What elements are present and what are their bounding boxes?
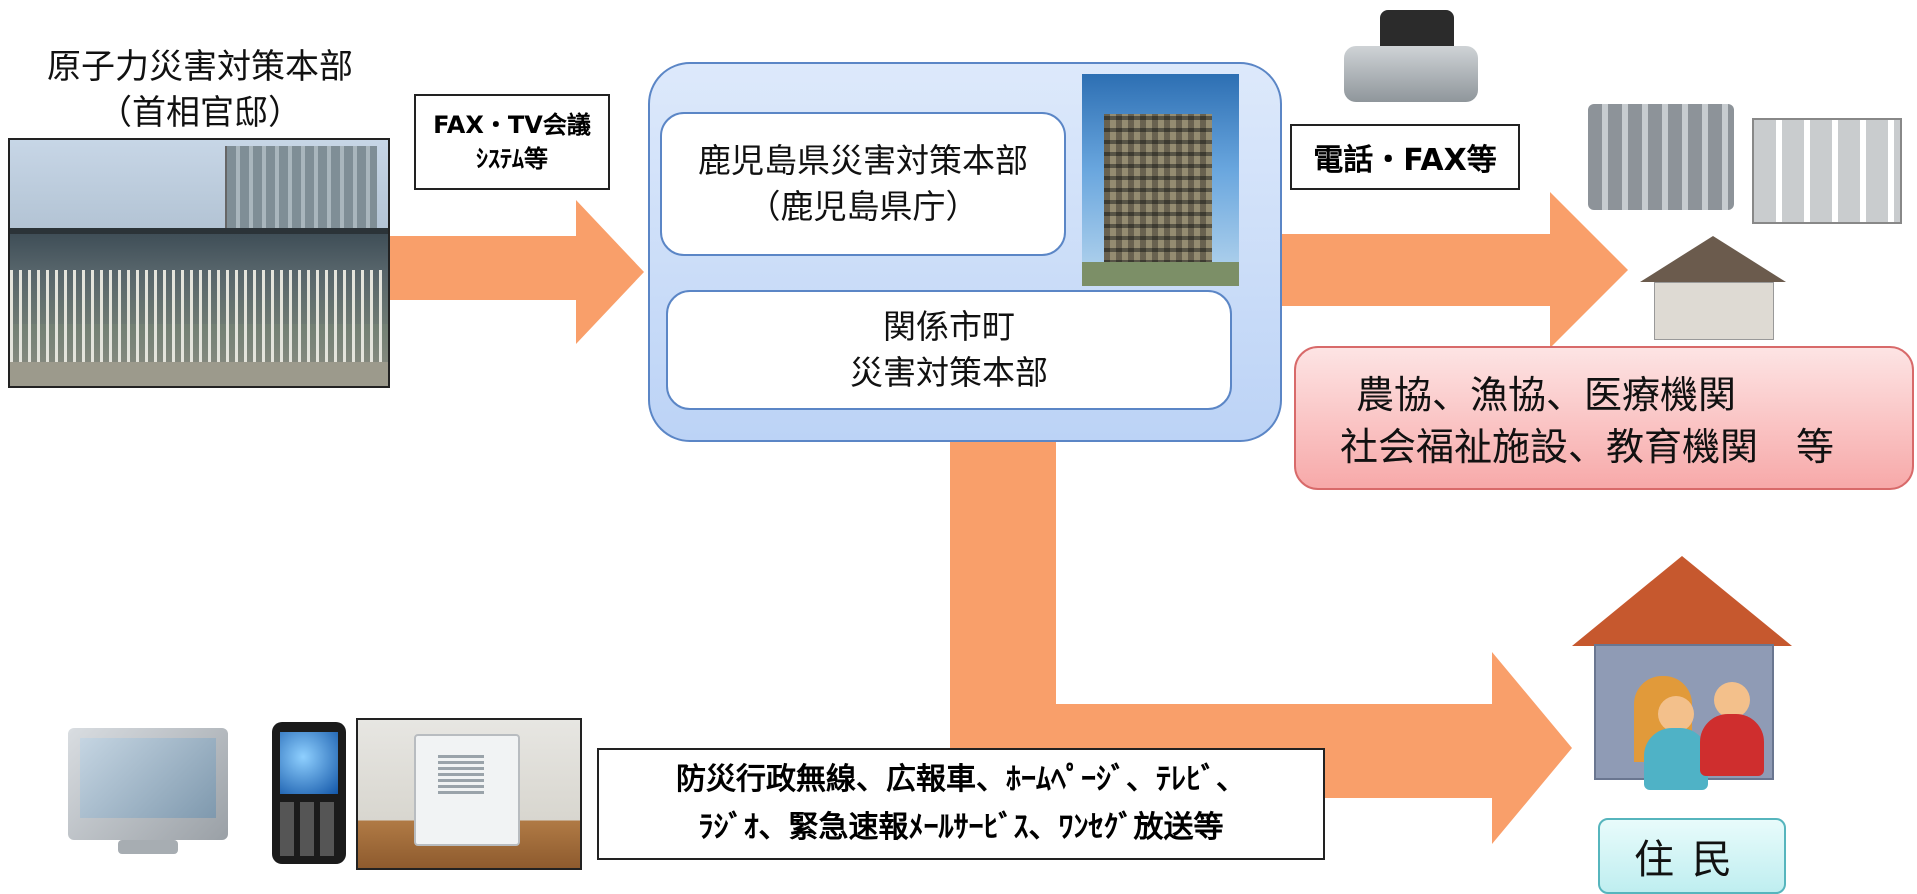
municipal-hq-line2: 災害対策本部: [850, 353, 1048, 392]
prefecture-hq-line1: 鹿児島県災害対策本部: [698, 141, 1028, 180]
municipal-hq-box: 関係市町 災害対策本部: [666, 290, 1232, 410]
radio-receiver-photo: [356, 718, 582, 870]
national-hq-building-photo: [8, 138, 390, 388]
residents-text: 住民: [1634, 837, 1750, 883]
organizations-box: 農協、漁協、医療機関 社会福祉施設、教育機関 等: [1294, 346, 1914, 490]
person-icon: [1700, 682, 1766, 782]
phone-fax-label: 電話・FAX等: [1290, 124, 1520, 190]
national-hq-title-line1: 原子力災害対策本部: [47, 47, 353, 87]
office-building-icon: [1752, 118, 1902, 224]
prefecture-hq-box: 鹿児島県災害対策本部 （鹿児島県庁）: [660, 112, 1066, 256]
national-hq-title-line2: （首相官邸）: [98, 93, 302, 133]
fax-tv-line2: ｼｽﾃﾑ等: [476, 145, 548, 173]
tv-icon: [68, 728, 228, 854]
building-icon: [1588, 104, 1734, 210]
resident-media-line1: 防災行政無線、広報車、ﾎｰﾑﾍﾟｰｼﾞ、ﾃﾚﾋﾞ、: [676, 762, 1246, 797]
arrow-national-to-pref: [386, 200, 644, 344]
national-hq-title: 原子力災害対策本部 （首相官邸）: [10, 44, 390, 136]
municipal-hq-line1: 関係市町: [883, 307, 1015, 346]
prefecture-hq-line2: （鹿児島県庁）: [747, 187, 979, 226]
person-icon: [1644, 696, 1708, 790]
house-icon: [1640, 236, 1786, 340]
organizations-line1: 農協、漁協、医療機関: [1356, 373, 1737, 417]
phone-fax-text: 電話・FAX等: [1313, 143, 1497, 178]
resident-media-line2: ﾗｼﾞｵ、緊急速報ﾒｰﾙｻｰﾋﾞｽ、ﾜﾝｾｸﾞ放送等: [698, 810, 1224, 845]
prefectural-office-photo: [1082, 74, 1239, 286]
fax-icon: [1344, 10, 1478, 106]
arrow-pref-to-orgs: [1282, 192, 1628, 348]
fax-tv-conference-label: FAX・TV会議 ｼｽﾃﾑ等: [414, 94, 610, 190]
residents-house-icon: [1572, 556, 1792, 790]
mobile-phone-icon: [272, 722, 346, 864]
arrow-pref-to-residents: [950, 442, 1572, 844]
resident-media-label: 防災行政無線、広報車、ﾎｰﾑﾍﾟｰｼﾞ、ﾃﾚﾋﾞ、 ﾗｼﾞｵ、緊急速報ﾒｰﾙｻｰ…: [597, 748, 1325, 860]
organizations-line2: 社会福祉施設、教育機関 等: [1340, 425, 1835, 469]
residents-label: 住民: [1598, 818, 1786, 894]
fax-tv-line1: FAX・TV会議: [433, 111, 591, 139]
